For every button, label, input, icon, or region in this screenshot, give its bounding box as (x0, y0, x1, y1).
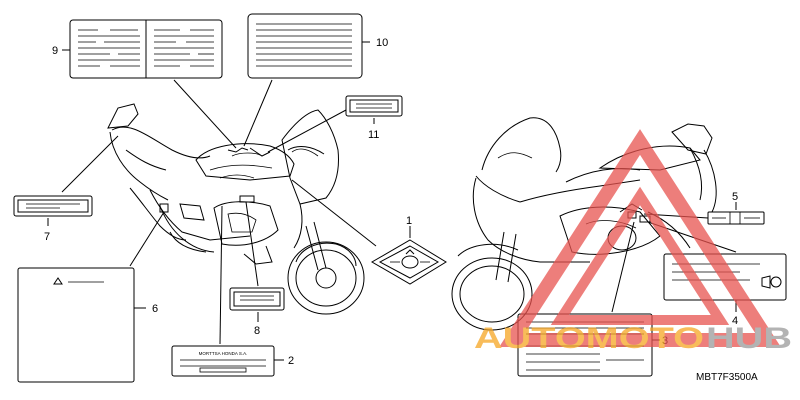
callout-ticks (47, 41, 737, 361)
left-motorcycle (107, 103, 365, 315)
label-1-plate (371, 239, 447, 285)
callout-7: 7 (44, 231, 50, 243)
label-10-plate (247, 13, 363, 79)
label-11-plate (345, 95, 403, 117)
diagram-code: MBT7F3500A (696, 372, 758, 383)
watermark-logo: AUTOMOTO HUB (474, 129, 792, 355)
label-9-plate (69, 19, 223, 79)
watermark-text-2: HUB (706, 322, 792, 355)
callout-5: 5 (732, 191, 738, 203)
label-2-plate: MORTTSA HONDA S.A. (171, 345, 275, 377)
callout-4: 4 (732, 315, 738, 327)
callout-11: 11 (368, 129, 379, 141)
label-5-plate (707, 211, 765, 225)
callout-2: 2 (288, 355, 294, 367)
callout-9: 9 (52, 45, 58, 57)
callout-8: 8 (254, 325, 260, 337)
label-6-plate (17, 267, 135, 383)
callout-1: 1 (406, 215, 412, 227)
watermark-text-1: AUTOMOTO (474, 322, 704, 355)
label-7-plate (13, 195, 93, 217)
callout-10: 10 (376, 37, 388, 49)
callout-6: 6 (152, 303, 158, 315)
label-2-text: MORTTSA HONDA S.A. (199, 351, 248, 356)
label-8-plate (229, 287, 285, 311)
